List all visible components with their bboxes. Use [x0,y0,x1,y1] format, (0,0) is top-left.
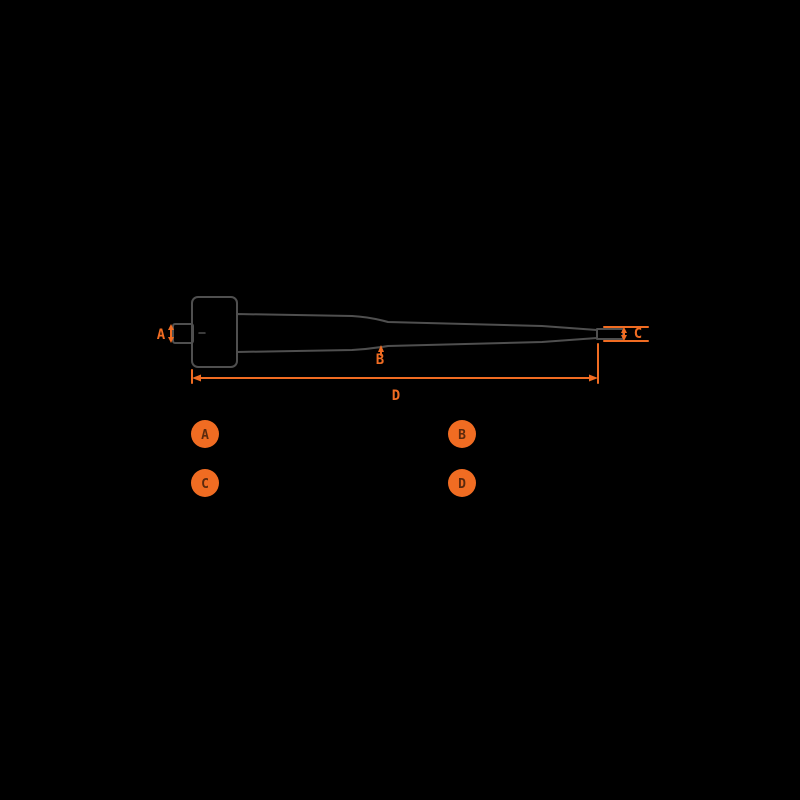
dimension-a-arrow-down-icon [168,337,174,343]
dimension-c-arrow-down-icon [621,335,627,341]
legend: A B C D [191,420,476,497]
legend-letter-b: B [458,428,466,443]
part-drawing [172,296,624,368]
legend-letter-d: D [458,477,466,492]
legend-letter-c: C [201,477,209,492]
legend-circle-b [448,420,476,448]
part-head [191,296,238,368]
legend-letter-a: A [201,428,209,443]
dimension-d-arrow-left-icon [192,374,201,382]
dimension-a-arrow-up-icon [168,324,174,330]
legend-badge-a: A [191,420,219,448]
part-tip [596,328,624,340]
part-shaft [236,313,598,353]
dimension-d-arrow-right-icon [589,374,598,382]
dimension-a-label: A [157,327,166,343]
dimension-c: C [603,326,649,342]
legend-circle-c [191,469,219,497]
legend-badge-b: B [448,420,476,448]
dimension-a: A [157,324,174,343]
dimension-d-label: D [392,388,400,404]
dimension-b: B [376,345,384,368]
legend-circle-d [448,469,476,497]
dimension-d: D [191,343,599,404]
dimension-c-arrow-up-icon [621,327,627,333]
dimension-c-label: C [634,326,642,342]
legend-circle-a [191,420,219,448]
dimension-b-arrow-up-icon [378,345,384,352]
dimension-b-label: B [376,352,384,368]
legend-badge-d: D [448,469,476,497]
legend-badge-c: C [191,469,219,497]
part-pilot-stub [172,323,194,344]
